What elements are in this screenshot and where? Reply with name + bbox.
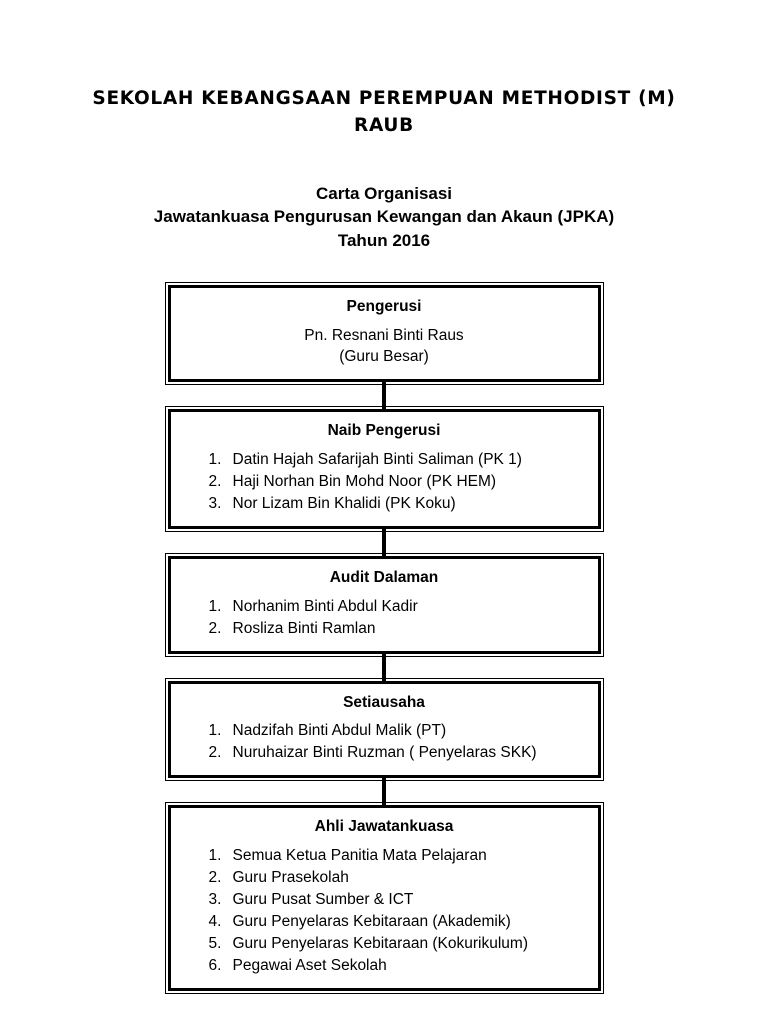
list-item-label: Guru Prasekolah bbox=[232, 869, 349, 887]
org-node-naib-pengerusi: Naib Pengerusi 1. Datin Hajah Safarijah Bi… bbox=[164, 405, 604, 532]
list-item-number: 2. bbox=[208, 744, 222, 762]
list-item-label: Pegawai Aset Sekolah bbox=[232, 957, 387, 975]
org-node-title: Ahli Jawatankuasa bbox=[314, 818, 454, 836]
list-item-number: 2. bbox=[208, 472, 222, 490]
list-item-label: Nadzifah Binti Abdul Malik (PT) bbox=[232, 722, 447, 740]
list-item-number: 6. bbox=[208, 957, 222, 975]
list-item-label: Norhanim Binti Abdul Kadir bbox=[232, 597, 418, 615]
org-node-list-item: 5. Guru Penyelaras Kebitaraan (Kokurikulu… bbox=[209, 933, 598, 955]
org-node-title: Setiausaha bbox=[343, 693, 425, 711]
org-node-list-item: 2. Rosliza Binti Ramlan bbox=[209, 618, 598, 640]
org-node-list: 1. Norhanim Binti Abdul Kadir 2. Rosliza Bi… bbox=[171, 596, 598, 640]
list-item-number: 1. bbox=[208, 722, 222, 740]
list-item-label: Guru Penyelaras Kebitaraan (Kokurikulum) bbox=[232, 935, 529, 953]
org-node-title: Naib Pengerusi bbox=[327, 421, 441, 439]
list-item-label: Haji Norhan Bin Mohd Noor (PK HEM) bbox=[232, 472, 497, 490]
subtitle-line-1: Carta Organisasi bbox=[315, 183, 453, 203]
subtitle-line-2: Jawatankuasa Pengurusan Kewangan dan Aka… bbox=[153, 207, 615, 227]
list-item-label: Guru Penyelaras Kebitaraan (Akademik) bbox=[232, 913, 511, 931]
list-item-label: Guru Pusat Sumber & ICT bbox=[232, 891, 414, 909]
connector-line bbox=[382, 381, 386, 409]
document-title-line1: SEKOLAH KEBANGSAAN PEREMPUAN METHODIST (… bbox=[92, 88, 676, 109]
org-node-list-item: 2. Nuruhaizar Binti Ruzman ( Penyelaras S… bbox=[209, 742, 598, 764]
list-item-number: 1. bbox=[208, 847, 222, 865]
org-node-list: 1. Nadzifah Binti Abdul Malik (PT) 2. Nuruh… bbox=[171, 720, 598, 764]
org-node-list-item: 3. Guru Pusat Sumber & ICT bbox=[209, 889, 598, 911]
org-node-title: Audit Dalaman bbox=[329, 568, 439, 586]
connector-line bbox=[382, 528, 386, 556]
list-item-number: 2. bbox=[208, 869, 222, 887]
list-item-label: Semua Ketua Panitia Mata Pelajaran bbox=[232, 847, 487, 865]
org-node-body: Pn. Resnani Binti Raus (Guru Besar) bbox=[171, 325, 598, 368]
list-item-label: Nuruhaizar Binti Ruzman ( Penyelaras SKK… bbox=[232, 744, 537, 762]
org-node-list-item: 3. Nor Lizam Bin Khalidi (PK Koku) bbox=[209, 493, 598, 515]
list-item-number: 1. bbox=[208, 597, 222, 615]
org-node-list-item: 2. Haji Norhan Bin Mohd Noor (PK HEM) bbox=[209, 471, 598, 493]
list-item-label: Datin Hajah Safarijah Binti Saliman (PK … bbox=[232, 450, 522, 468]
org-node-title: Pengerusi bbox=[346, 298, 422, 316]
list-item-number: 1. bbox=[208, 450, 222, 468]
list-item-label: Rosliza Binti Ramlan bbox=[232, 619, 376, 637]
document-title: SEKOLAH KEBANGSAAN PEREMPUAN METHODIST (… bbox=[0, 0, 768, 140]
org-node-list-item: 1. Nadzifah Binti Abdul Malik (PT) bbox=[209, 720, 598, 742]
org-node-body-line: (Guru Besar) bbox=[339, 348, 429, 366]
org-node-list: 1. Datin Hajah Safarijah Binti Saliman (P… bbox=[171, 449, 598, 515]
org-node-list-item: 6. Pegawai Aset Sekolah bbox=[209, 955, 598, 977]
org-node-list-item: 1. Semua Ketua Panitia Mata Pelajaran bbox=[209, 845, 598, 867]
list-item-number: 2. bbox=[208, 619, 222, 637]
org-node-list-item: 2. Guru Prasekolah bbox=[209, 867, 598, 889]
document-subtitle: Carta Organisasi Jawatankuasa Pengurusan… bbox=[0, 140, 768, 253]
org-node-list: 1. Semua Ketua Panitia Mata Pelajaran 2. Gu… bbox=[171, 845, 598, 977]
subtitle-line-3: Tahun 2016 bbox=[337, 231, 431, 251]
org-node-setiausaha: Setiausaha 1. Nadzifah Binti Abdul Malik (… bbox=[164, 677, 604, 782]
org-node-ahli-jawatankuasa: Ahli Jawatankuasa 1. Semua Ketua Panitia M… bbox=[164, 802, 604, 995]
org-node-list-item: 4. Guru Penyelaras Kebitaraan (Akademik) bbox=[209, 911, 598, 933]
connector-line bbox=[382, 778, 386, 806]
document-title-line2: RAUB bbox=[354, 114, 414, 136]
org-node-list-item: 1. Norhanim Binti Abdul Kadir bbox=[209, 596, 598, 618]
org-node-list-item: 1. Datin Hajah Safarijah Binti Saliman (P… bbox=[209, 449, 598, 471]
connector-line bbox=[382, 653, 386, 681]
list-item-number: 5. bbox=[208, 935, 222, 953]
list-item-label: Nor Lizam Bin Khalidi (PK Koku) bbox=[232, 494, 456, 512]
list-item-number: 3. bbox=[208, 494, 222, 512]
org-node-audit-dalaman: Audit Dalaman 1. Norhanim Binti Abdul Kadi… bbox=[164, 552, 604, 657]
org-node-body-line: Pn. Resnani Binti Raus bbox=[304, 326, 464, 344]
list-item-number: 4. bbox=[208, 913, 222, 931]
list-item-number: 3. bbox=[208, 891, 222, 909]
